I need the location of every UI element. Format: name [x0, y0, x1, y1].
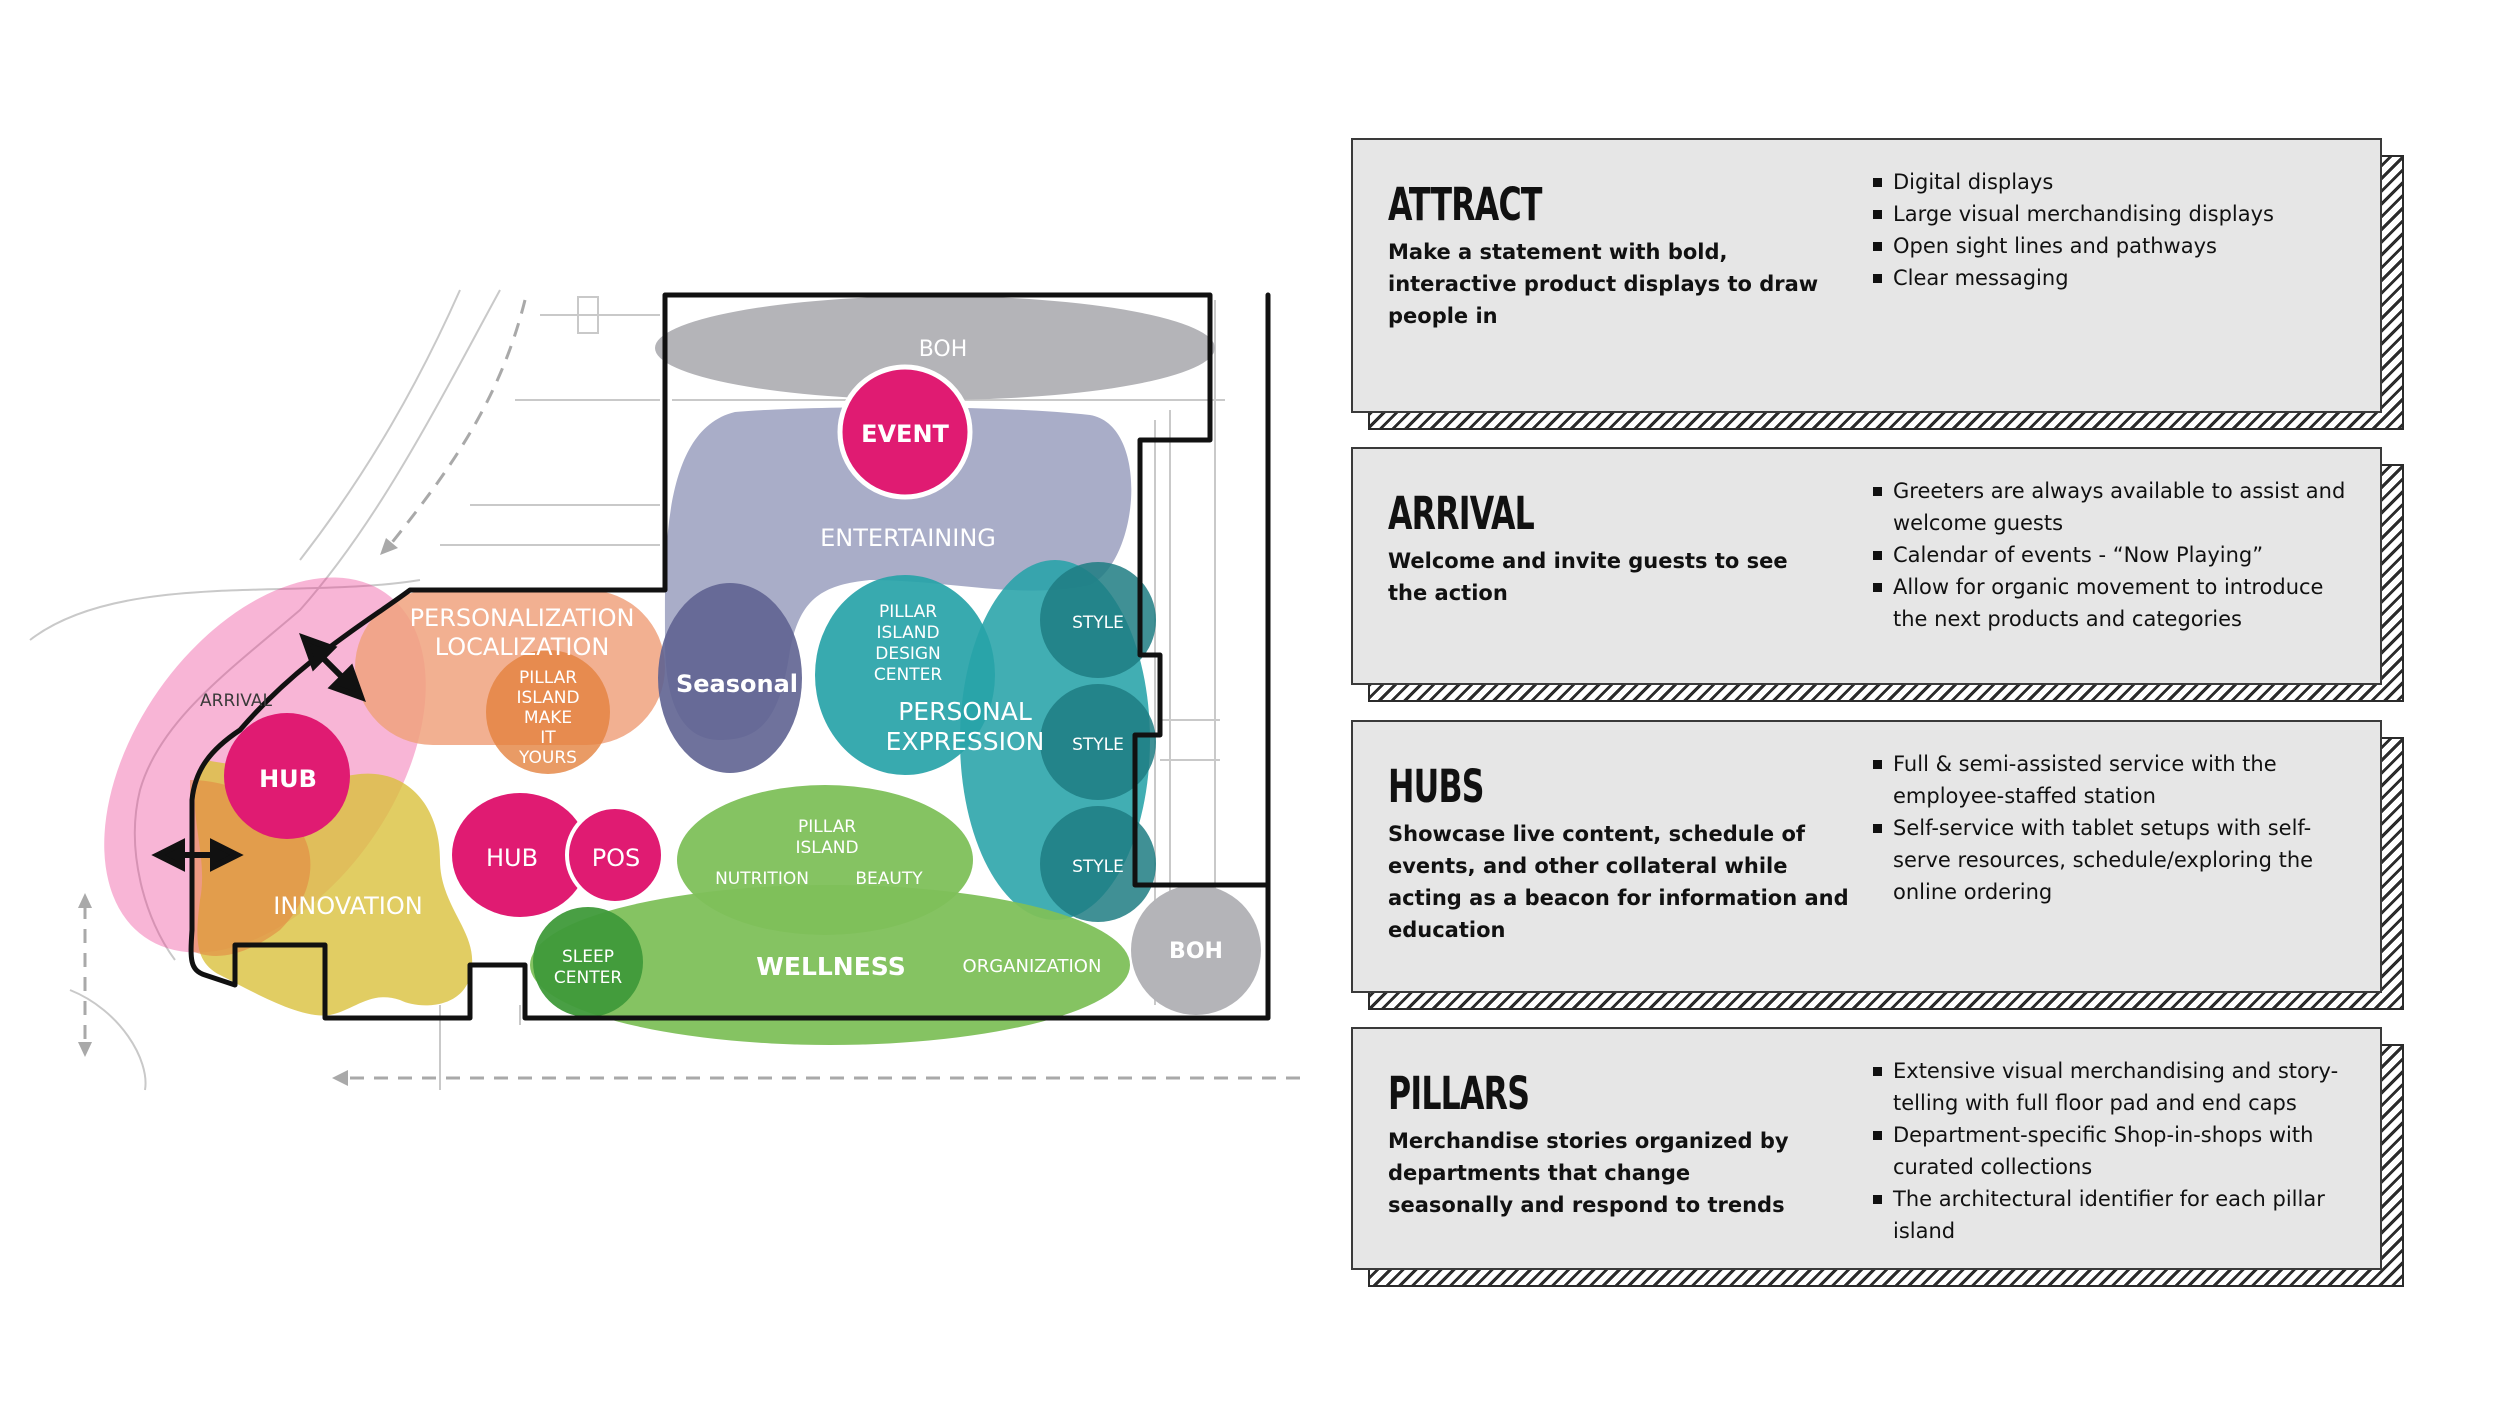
bullet-item: Extensive visual merchandising and story… [1873, 1055, 2353, 1119]
label-sleep: SLEEP [562, 947, 614, 967]
arrival-card: ARRIVAL Welcome and invite guests to see… [1351, 447, 2404, 702]
card-description: Welcome and invite guests to see the act… [1388, 549, 1788, 605]
attract-card: ATTRACT Make a statement with bold, inte… [1351, 138, 2404, 430]
label-wellness: WELLNESS [756, 952, 905, 981]
bullet-item: Greeters are always available to assist … [1873, 475, 2353, 539]
label-pillar-make-5: YOURS [518, 748, 577, 768]
card-bullet-list: Digital displays Large visual merchandis… [1873, 166, 2353, 294]
boh-right-zone [1131, 885, 1261, 1015]
label-center: CENTER [554, 968, 622, 988]
card-description: Showcase live content, schedule of event… [1388, 822, 1849, 942]
seasonal-zone [658, 583, 802, 773]
label-pillar-make-4: IT [540, 728, 556, 748]
label-expression: EXPRESSION [886, 727, 1045, 756]
bullet-item: Calendar of events - “Now Playing” [1873, 539, 2353, 571]
sleep-center-zone [533, 907, 643, 1017]
style-zone-3 [1040, 806, 1156, 922]
zone-labels: BOH EVENT ENTERTAINING PERSONALIZATION L… [200, 337, 1223, 988]
label-nutrition: NUTRITION [715, 869, 809, 889]
card-bullet-list: Extensive visual merchandising and story… [1873, 1055, 2353, 1247]
label-style-3: STYLE [1072, 857, 1124, 877]
style-zone-1 [1040, 562, 1156, 678]
circulation-arrowheads [78, 538, 398, 1086]
label-style-1: STYLE [1072, 613, 1124, 633]
label-seasonal: Seasonal [676, 670, 798, 698]
card-body: ARRIVAL Welcome and invite guests to see… [1351, 447, 2382, 685]
card-description: Merchandise stories organized by departm… [1388, 1129, 1789, 1217]
bullet-item: Clear messaging [1873, 262, 2353, 294]
card-description: Make a statement with bold, interactive … [1388, 240, 1819, 328]
label-boh-top: BOH [919, 337, 968, 362]
card-bullet-list: Greeters are always available to assist … [1873, 475, 2353, 635]
bullet-item: Digital displays [1873, 166, 2353, 198]
label-pillar-design-1: PILLAR [879, 602, 937, 622]
store-floor-plan: BOH EVENT ENTERTAINING PERSONALIZATION L… [29, 289, 1300, 1091]
label-organization: ORGANIZATION [963, 956, 1102, 977]
pillars-card: PILLARS Merchandise stories organized by… [1351, 1027, 2404, 1287]
boh-top-zone [655, 296, 1215, 400]
style-zone-2 [1040, 684, 1156, 800]
bullet-item: Full & semi-assisted service with the em… [1873, 748, 2353, 812]
card-bullet-list: Full & semi-assisted service with the em… [1873, 748, 2353, 908]
label-boh-right: BOH [1169, 939, 1223, 964]
zone-shapes [104, 296, 1261, 1045]
pos-zone [565, 805, 665, 905]
label-beauty: BEAUTY [855, 869, 923, 889]
bullet-item: Department-specific Shop-in-shops with c… [1873, 1119, 2353, 1183]
label-personal: PERSONAL [898, 697, 1032, 726]
label-arrival: ARRIVAL [200, 691, 272, 711]
label-pillar-design-4: CENTER [874, 665, 942, 685]
card-body: PILLARS Merchandise stories organized by… [1351, 1027, 2382, 1270]
hub-left-zone [224, 713, 350, 839]
card-body: HUBS Showcase live content, schedule of … [1351, 720, 2382, 993]
label-hub-center: HUB [486, 844, 538, 872]
event-zone [837, 364, 973, 500]
label-pillar-wellness-1: PILLAR [798, 817, 856, 837]
label-personalization: PERSONALIZATION [410, 604, 635, 632]
label-entertaining: ENTERTAINING [820, 524, 996, 552]
pillar-design-center-zone [815, 575, 995, 775]
label-innovation: INNOVATION [273, 892, 422, 920]
circulation-arrows [83, 299, 1300, 1080]
card-title: HUBS [1388, 760, 1485, 813]
label-pillar-make-1: PILLAR [519, 668, 577, 688]
label-pillar-wellness-2: ISLAND [795, 838, 858, 858]
label-pos: POS [592, 844, 641, 872]
card-title: ATTRACT [1388, 178, 1542, 231]
label-localization: LOCALIZATION [435, 633, 610, 661]
entrance-arrows [151, 633, 366, 872]
label-event: EVENT [861, 420, 949, 448]
hub-center-zone [452, 793, 588, 917]
label-hub-left: HUB [259, 765, 317, 793]
bullet-item: Open sight lines and pathways [1873, 230, 2353, 262]
card-title: ARRIVAL [1388, 487, 1535, 540]
bullet-item: The architectural identifier for each pi… [1873, 1183, 2353, 1247]
bullet-item: Allow for organic movement to introduce … [1873, 571, 2353, 635]
label-pillar-design-2: ISLAND [876, 623, 939, 643]
label-pillar-design-3: DESIGN [875, 644, 941, 664]
label-style-2: STYLE [1072, 735, 1124, 755]
card-body: ATTRACT Make a statement with bold, inte… [1351, 138, 2382, 413]
hubs-card: HUBS Showcase live content, schedule of … [1351, 720, 2404, 1010]
wellness-zone [530, 885, 1130, 1045]
bullet-item: Self-service with tablet setups with sel… [1873, 812, 2353, 908]
label-pillar-make-2: ISLAND [516, 688, 579, 708]
label-pillar-make-3: MAKE [524, 708, 572, 728]
bullet-item: Large visual merchandising displays [1873, 198, 2353, 230]
card-title: PILLARS [1388, 1067, 1530, 1120]
pillar-make-it-yours-zone [486, 650, 610, 774]
